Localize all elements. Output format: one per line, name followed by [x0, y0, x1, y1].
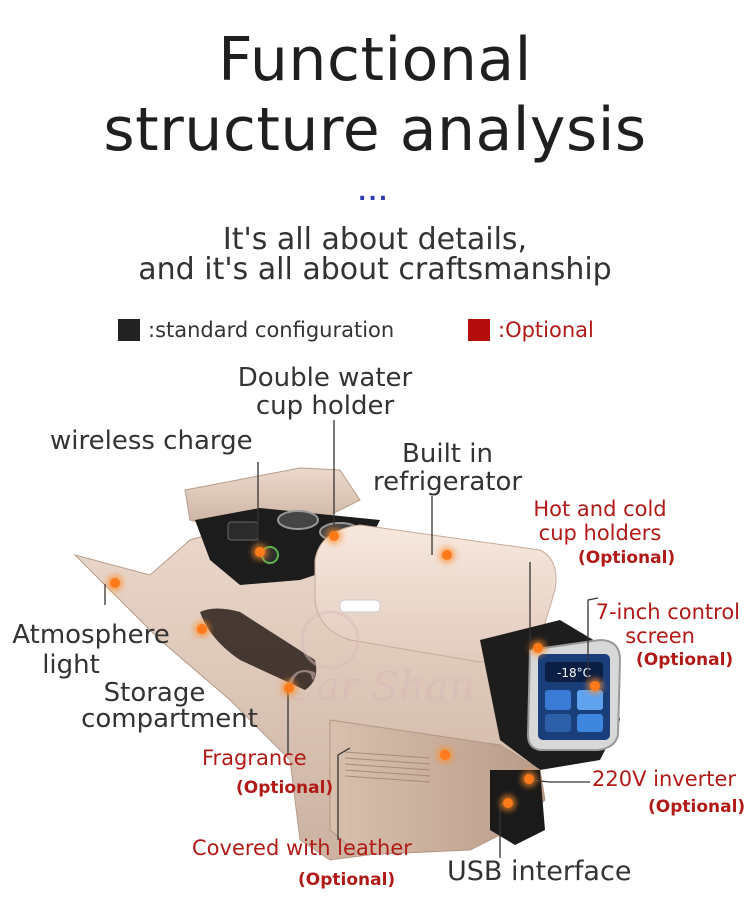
- label-storage-line2: compartment: [81, 704, 258, 734]
- hotspot-refrigerator: [442, 550, 452, 560]
- page-title-line2: structure analysis: [103, 95, 647, 165]
- label-double-cup: Double water cup holder: [220, 364, 430, 420]
- label-inverter: 220V inverter: [592, 767, 737, 791]
- hotspot-double-cup: [329, 531, 339, 541]
- label-wireless-charge: wireless charge: [50, 426, 253, 456]
- label-fragrance-optional: (Optional): [236, 778, 334, 798]
- legend-optional-swatch: [468, 319, 490, 341]
- label-storage-line1: Storage: [103, 678, 206, 708]
- label-refrigerator: Built in refrigerator: [360, 440, 535, 496]
- hotspot-hot-cold-cup: [533, 643, 543, 653]
- label-usb-interface: USB interface: [447, 856, 632, 887]
- label-hot-cold-line2: cup holders: [538, 521, 662, 545]
- hotspot-storage: [197, 624, 207, 634]
- hotspot-usb: [503, 798, 513, 808]
- label-atmosphere-line2: light: [42, 650, 100, 680]
- label-screen-line1: 7-inch control: [595, 600, 740, 624]
- hotspot-leather: [440, 750, 450, 760]
- hotspot-atmosphere-light: [110, 578, 120, 588]
- label-inverter-optional: (Optional): [648, 797, 746, 817]
- watermark-text: Car Shan: [285, 664, 474, 710]
- hotspot-fragrance: [284, 683, 294, 693]
- label-storage: Storage compartment: [72, 680, 267, 732]
- label-hot-cold-line1: Hot and cold: [533, 497, 667, 521]
- label-atmosphere-line1: Atmosphere: [12, 620, 170, 650]
- label-double-cup-line1: Double water: [237, 363, 413, 393]
- label-leather-optional: (Optional): [298, 870, 396, 890]
- label-screen-line2: screen: [625, 624, 695, 648]
- hotspot-wireless-charge: [255, 547, 265, 557]
- label-hot-cold-optional: (Optional): [578, 548, 676, 568]
- label-control-screen: 7-inch control screen: [580, 600, 740, 648]
- page-title-line1: Functional: [218, 25, 532, 95]
- watermark-logo: [300, 610, 360, 670]
- label-hot-cold-cup: Hot and cold cup holders: [525, 497, 675, 545]
- hotspot-inverter: [524, 774, 534, 784]
- label-refrigerator-line2: refrigerator: [372, 467, 523, 497]
- label-leather: Covered with leather: [192, 836, 412, 860]
- label-screen-optional: (Optional): [636, 650, 734, 670]
- legend-standard-label: :standard configuration: [148, 318, 395, 342]
- label-atmosphere-light: Atmosphere light: [2, 620, 180, 680]
- legend-optional-label: :Optional: [498, 318, 594, 342]
- legend-standard-swatch: [118, 319, 140, 341]
- label-double-cup-line2: cup holder: [255, 391, 395, 421]
- hotspot-control-screen: [590, 681, 600, 691]
- label-refrigerator-line1: Built in: [402, 439, 493, 469]
- subtitle-line2: and it's all about craftsmanship: [138, 252, 612, 287]
- screen-temperature: -18°C: [557, 666, 591, 680]
- label-fragrance: Fragrance: [202, 746, 307, 770]
- subtitle-line1: It's all about details,: [222, 222, 528, 257]
